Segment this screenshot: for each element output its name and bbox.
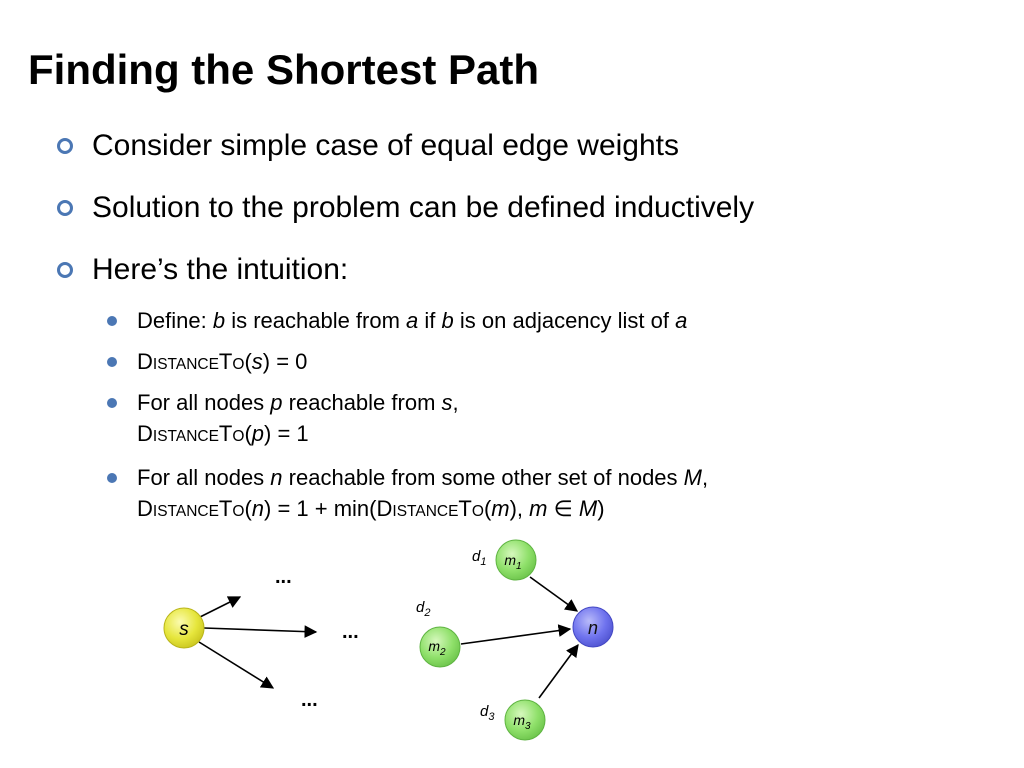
text: ) [597,496,605,521]
node-n: n [572,606,614,648]
edge-m2-n [460,624,572,645]
text: Define: [137,308,213,333]
sub-bullet-distance-n: For all nodes n reachable from some othe… [107,462,709,527]
text: , [701,465,709,490]
ellipsis-bottom: ... [301,689,318,711]
text: ) = 1 + min( [264,496,377,521]
bullet-equal-weights: Consider simple case of equal edge weigh… [57,128,680,164]
var-a: a [406,308,419,333]
text: For all nodes [137,390,271,415]
edge-m3-n [538,643,579,699]
distance-label-d2: d2 [416,599,430,619]
svg-text:m1: m1 [504,552,521,572]
node-m3: m3 [504,699,546,741]
element-of-symbol: ∈ [547,496,579,521]
var-m: m [491,496,510,521]
sub-bullet-define: Define: b is reachable from a if b is on… [107,305,688,336]
svg-text:s: s [179,619,189,640]
dot-bullet-icon [107,316,117,326]
var-n: n [251,496,265,521]
node-m2: m2 [419,626,461,668]
distance-label-d3: d3 [480,703,495,723]
ring-bullet-icon [57,200,73,216]
dot-bullet-icon [107,398,117,408]
bullet-text: Solution to the problem can be defined i… [92,191,755,224]
text: if [418,308,442,333]
text: ( [244,349,252,374]
text: is reachable from [225,308,407,333]
ellipsis-middle: ... [342,621,359,643]
text: For all nodes [137,465,271,490]
edge-s-down [198,641,275,689]
var-m: m [529,496,548,521]
var-n: n [270,465,283,490]
bullet-intuition: Here’s the intuition: [57,252,349,288]
text: ( [483,496,492,521]
text: ( [244,421,252,446]
var-b: b [441,308,454,333]
var-p: p [270,390,283,415]
sub-bullet-distance-p: For all nodes p reachable from s, DISTAN… [107,387,459,452]
ring-bullet-icon [57,262,73,278]
bullet-text: Consider simple case of equal edge weigh… [92,129,680,162]
var-a: a [675,308,688,333]
node-s: s [163,607,205,649]
sub-bullet-distance-s: DISTANCETO(s) = 0 [107,346,308,380]
bullet-inductive: Solution to the problem can be defined i… [57,190,755,226]
text: reachable from [282,390,442,415]
svg-text:n: n [588,618,598,638]
slide-title: Finding the Shortest Path [28,46,539,93]
text: ( [244,496,252,521]
var-s: s [251,349,263,374]
text: ) = 1 [264,421,309,446]
text: reachable from some other set of nodes [282,465,684,490]
var-b: b [212,308,226,333]
edge-s-up [199,596,242,618]
distanceto-function: DISTANCETO [137,496,245,521]
text: , [452,390,459,415]
var-M: M [683,465,702,490]
var-p: p [251,421,265,446]
distanceto-function: DISTANCETO [137,421,245,446]
distanceto-function: DISTANCETO [376,496,484,521]
var-M: M [578,496,598,521]
node-m1: m1 [495,539,537,581]
svg-text:m3: m3 [513,712,531,732]
text: is on adjacency list of [453,308,676,333]
ring-bullet-icon [57,138,73,154]
dot-bullet-icon [107,473,117,483]
distance-label-d1: d1 [472,548,486,568]
edge-s-mid [203,625,318,638]
text: ) = 0 [262,349,308,374]
dot-bullet-icon [107,357,117,367]
bullet-text: Here’s the intuition: [92,253,349,286]
edge-m1-n [529,576,579,612]
var-s: s [441,390,453,415]
svg-text:m2: m2 [428,638,446,658]
ellipsis-top: ... [275,566,292,588]
text: ), [509,496,530,521]
distanceto-function: DISTANCETO [137,349,245,374]
